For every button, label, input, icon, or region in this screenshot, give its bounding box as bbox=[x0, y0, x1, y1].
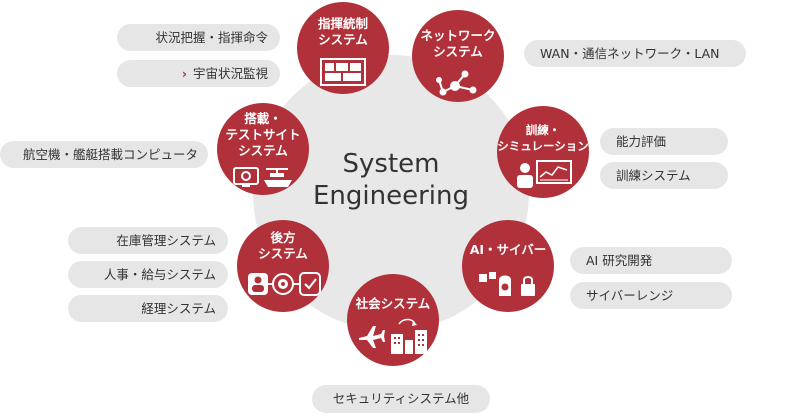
person-gear-check-icon bbox=[248, 272, 321, 296]
pill-space-label: 宇宙状況監視 bbox=[192, 66, 268, 81]
node-command-icons bbox=[297, 58, 389, 86]
hub-title-line1: System bbox=[342, 149, 440, 179]
pill-space: › 宇宙状況監視 bbox=[117, 60, 280, 87]
node-onboard-label: 搭載・ テストサイト システム bbox=[225, 111, 301, 158]
pill-cyber-range-label: サイバーレンジ bbox=[586, 288, 674, 303]
node-onboard: 搭載・ テストサイト システム bbox=[217, 103, 309, 195]
hub-title: System Engineering bbox=[253, 148, 529, 212]
node-command: 指揮統制 システム bbox=[297, 2, 389, 94]
pill-training-sys: 訓練システム bbox=[600, 162, 728, 189]
pill-training-sys-label: 訓練システム bbox=[616, 168, 691, 183]
airplane-building-icon bbox=[359, 318, 427, 354]
pill-aircraft-label: 航空機・艦艇搭載コンピュータ bbox=[22, 147, 198, 162]
pill-security: セキュリティシステム他 bbox=[312, 385, 490, 413]
ai-lock-icon bbox=[479, 272, 535, 296]
pill-ai-research-label: AI 研究開発 bbox=[586, 253, 653, 268]
pill-inventory: 在庫管理システム bbox=[68, 227, 228, 254]
pill-network-items-label: WAN・通信ネットワーク・LAN bbox=[540, 46, 720, 61]
pill-aircraft: 航空機・艦艇搭載コンピュータ bbox=[0, 141, 208, 168]
pill-security-label: セキュリティシステム他 bbox=[332, 391, 470, 406]
node-network: ネットワーク システム bbox=[412, 10, 504, 102]
node-ai-cyber-label: AI・サイバー bbox=[469, 242, 547, 257]
pill-hr-label: 人事・給与システム bbox=[103, 267, 216, 282]
network-nodes-icon bbox=[436, 70, 477, 96]
node-ai-cyber: AI・サイバー bbox=[462, 220, 554, 312]
node-training: 訓練・ シミュレーション bbox=[497, 106, 589, 198]
pill-situation-label: 状況把握・指揮命令 bbox=[155, 30, 268, 45]
trainee-screen-icon bbox=[517, 160, 572, 188]
node-logistics-label: 後方 システム bbox=[258, 230, 308, 261]
node-training-label: 訓練・ シミュレーション bbox=[497, 123, 589, 153]
hub-title-line2: Engineering bbox=[313, 181, 469, 211]
node-network-icons bbox=[412, 68, 504, 98]
node-command-label: 指揮統制 システム bbox=[317, 16, 368, 47]
pill-ability-label: 能力評価 bbox=[616, 134, 667, 149]
pill-accounting: 経理システム bbox=[68, 295, 228, 322]
node-social-icons bbox=[347, 316, 439, 356]
pill-situation: 状況把握・指揮命令 bbox=[117, 24, 280, 51]
pill-ai-research: AI 研究開発 bbox=[570, 247, 732, 274]
node-network-label: ネットワーク システム bbox=[420, 28, 496, 59]
monitor-ship-icon bbox=[233, 167, 292, 187]
pill-hr: 人事・給与システム bbox=[68, 261, 228, 288]
pill-cyber-range: サイバーレンジ bbox=[570, 282, 732, 309]
pill-ability: 能力評価 bbox=[600, 128, 728, 155]
node-social: 社会システム bbox=[347, 274, 439, 366]
node-logistics-icons bbox=[237, 270, 329, 298]
node-logistics: 後方 システム bbox=[237, 220, 329, 312]
pill-network-items: WAN・通信ネットワーク・LAN bbox=[524, 40, 746, 67]
node-ai-cyber-icons bbox=[462, 270, 554, 302]
pill-inventory-label: 在庫管理システム bbox=[116, 233, 216, 248]
pill-accounting-label: 経理システム bbox=[141, 301, 216, 316]
chevron-right-icon: › bbox=[181, 66, 187, 81]
node-training-icons bbox=[497, 158, 589, 190]
node-onboard-icons bbox=[217, 163, 309, 189]
dashboard-monitor-icon bbox=[320, 58, 366, 86]
node-social-label: 社会システム bbox=[355, 296, 431, 311]
